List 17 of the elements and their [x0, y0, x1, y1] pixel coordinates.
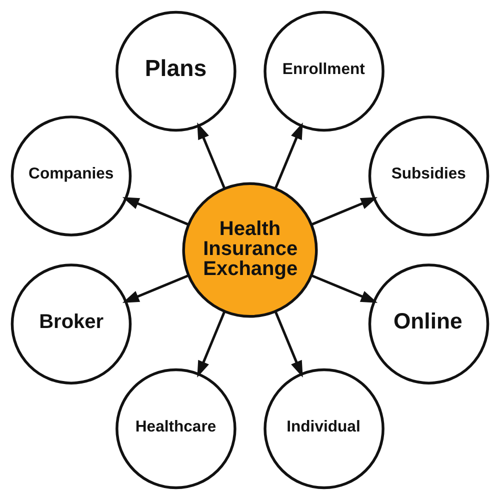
arrow — [122, 274, 189, 303]
arrow — [311, 197, 378, 226]
arrow — [311, 274, 378, 303]
arrow — [197, 311, 226, 378]
arrow — [274, 122, 303, 189]
node-circle: Online — [368, 264, 490, 384]
arrow — [122, 197, 189, 226]
node-circle: Companies — [10, 116, 132, 236]
node-circle: Healthcare — [116, 368, 236, 490]
arrow — [274, 311, 303, 378]
node-circle: Health Insurance Exchange — [182, 182, 318, 318]
node-circle: Individual — [264, 368, 384, 490]
arrow — [197, 122, 226, 189]
node-circle: Subsidies — [368, 116, 490, 236]
node-circle: Enrollment — [264, 10, 384, 132]
node-circle: Broker — [10, 264, 132, 384]
node-circle: Plans — [116, 10, 236, 132]
